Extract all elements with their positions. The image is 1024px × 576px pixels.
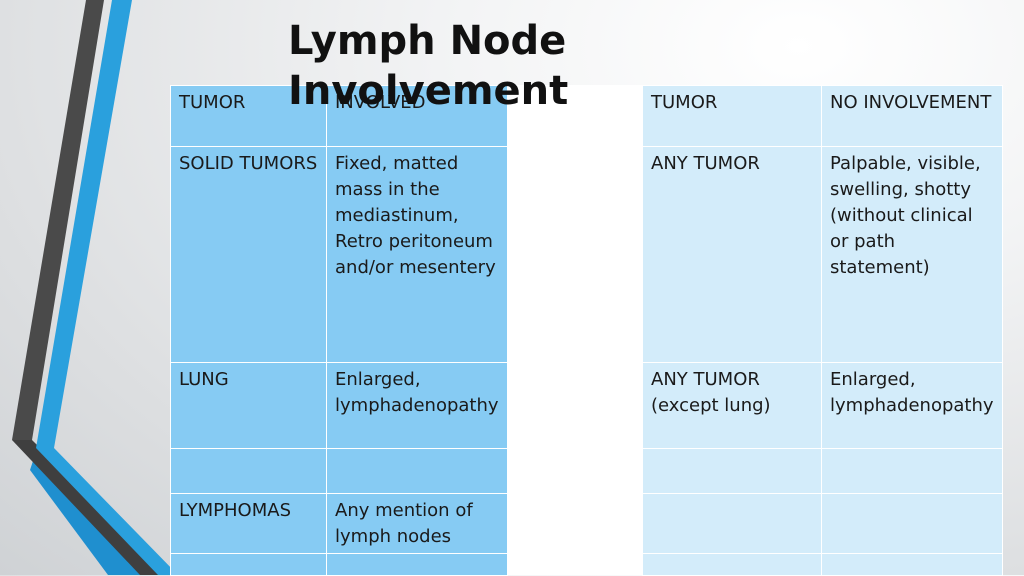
header-cell: TUMOR <box>642 85 822 147</box>
header-cell: TUMOR <box>170 85 327 147</box>
table-cell <box>326 553 508 576</box>
table-cell <box>821 553 1003 576</box>
header-cell: INVOLVED <box>326 85 508 147</box>
table-row: ANY TUMOR (except lung) Enlarged, lympha… <box>642 362 1003 449</box>
table-cell <box>326 448 508 494</box>
header-cell: NO INVOLVEMENT <box>821 85 1003 147</box>
table-cell: SOLID TUMORS <box>170 146 327 363</box>
right-table: TUMOR NO INVOLVEMENT ANY TUMOR Palpable,… <box>642 85 1003 576</box>
stripe-blue-left <box>36 0 132 448</box>
table-row <box>642 448 1003 494</box>
table-cell <box>170 448 327 494</box>
table-row: TUMOR NO INVOLVEMENT <box>642 85 1003 147</box>
table-gap <box>490 85 642 575</box>
table-cell: LUNG <box>170 362 327 449</box>
page-title: Lymph Node Involvement <box>288 18 569 114</box>
table-cell <box>642 553 822 576</box>
table-cell: ANY TUMOR (except lung) <box>642 362 822 449</box>
left-table: TUMOR INVOLVED SOLID TUMORS Fixed, matte… <box>170 85 508 576</box>
table-row: TUMOR INVOLVED <box>170 85 508 147</box>
table-cell: Palpable, visible, swelling, shotty (wit… <box>821 146 1003 363</box>
table-row: ANY TUMOR Palpable, visible, swelling, s… <box>642 146 1003 363</box>
stripe-blue-diagonal <box>36 448 178 575</box>
table-row: LYMPHOMAS Any mention of lymph nodes <box>170 493 508 554</box>
table-cell <box>642 493 822 554</box>
table-row <box>170 553 508 576</box>
table-row <box>642 553 1003 576</box>
table-cell: Any mention of lymph nodes <box>326 493 508 554</box>
table-cell <box>821 493 1003 554</box>
table-cell: LYMPHOMAS <box>170 493 327 554</box>
table-row: LUNG Enlarged, lymphadenopathy <box>170 362 508 449</box>
table-row: SOLID TUMORS Fixed, matted mass in the m… <box>170 146 508 363</box>
table-cell: Enlarged, lymphadenopathy <box>326 362 508 449</box>
table-cell: Enlarged, lymphadenopathy <box>821 362 1003 449</box>
table-cell <box>170 553 327 576</box>
table-cell: Fixed, matted mass in the mediastinum, R… <box>326 146 508 363</box>
table-cell <box>821 448 1003 494</box>
table-cell <box>642 448 822 494</box>
table-row <box>642 493 1003 554</box>
table-cell: ANY TUMOR <box>642 146 822 363</box>
stripe-dark-left <box>12 0 104 440</box>
table-row <box>170 448 508 494</box>
